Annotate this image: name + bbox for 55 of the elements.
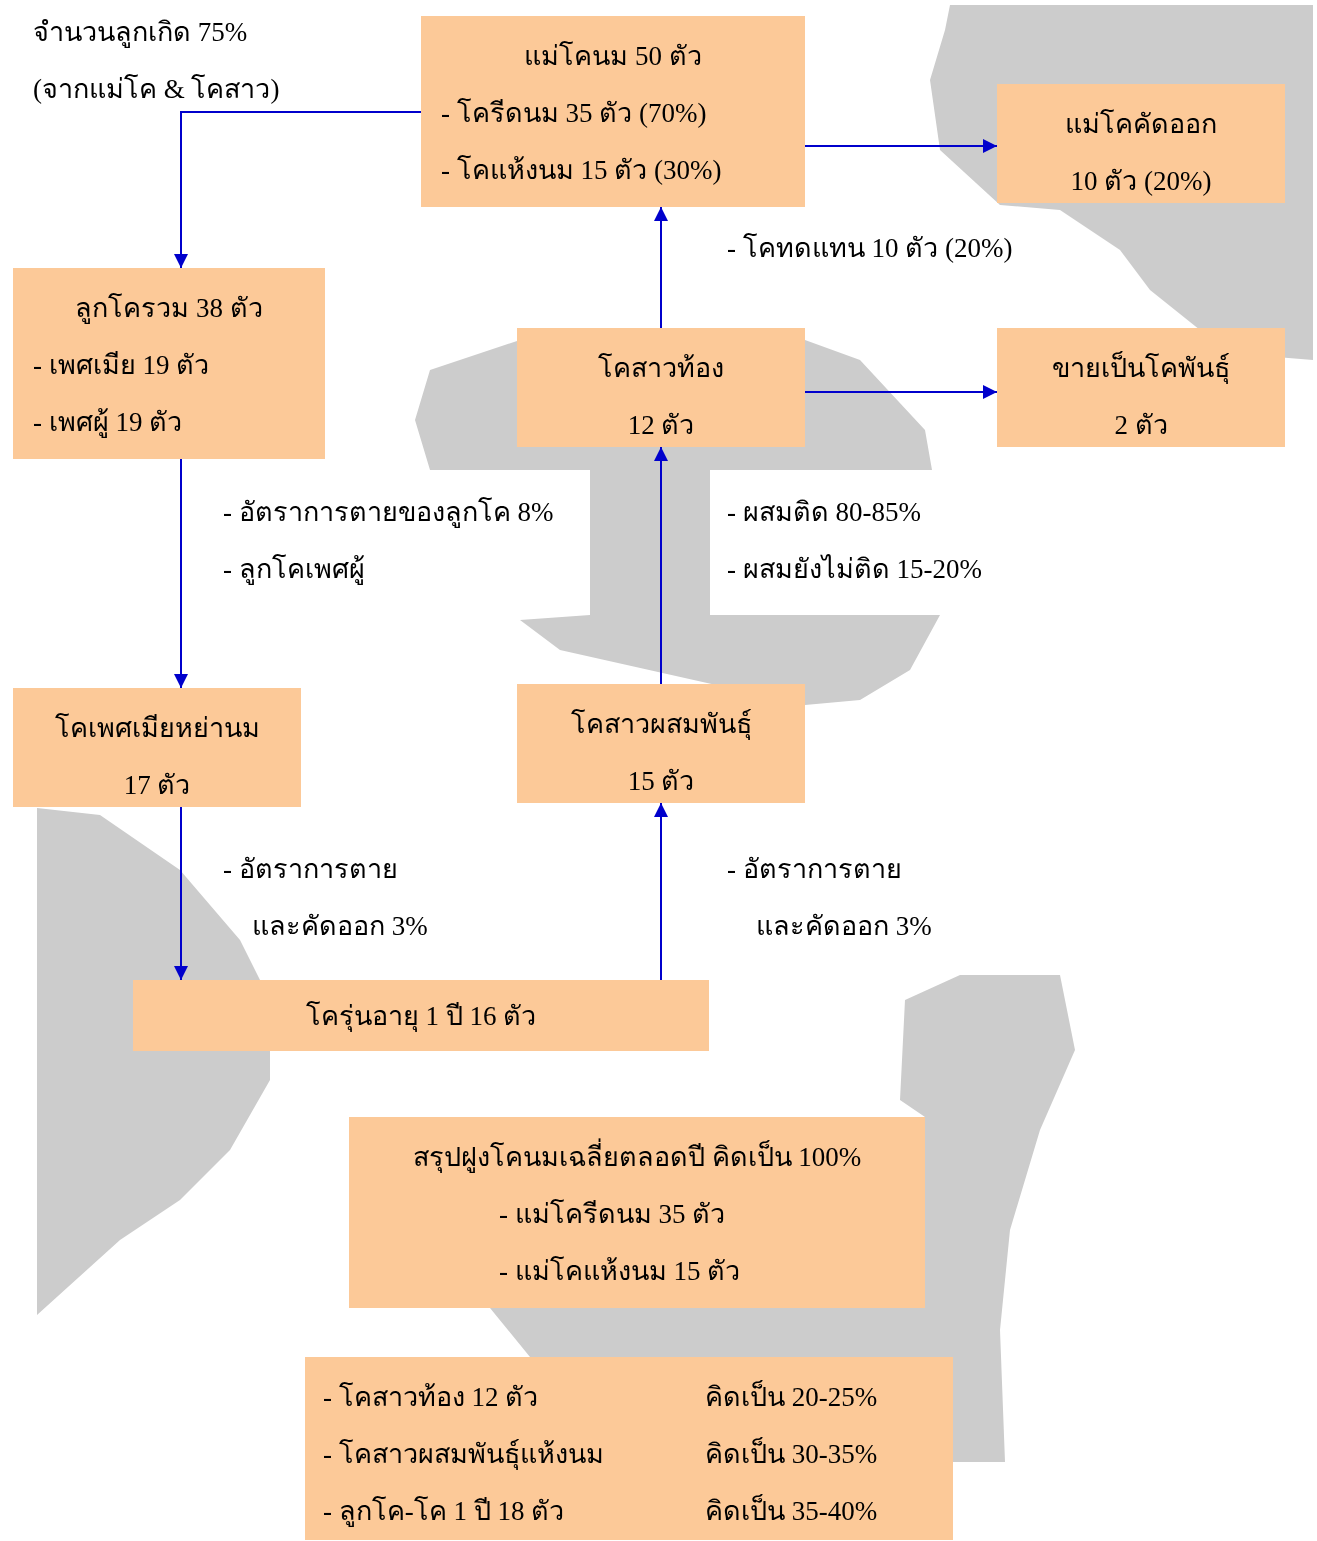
box-text: โครุ่นอายุ 1 ปี 16 ตัว	[305, 1000, 537, 1034]
box-text: ลูกโครวม 38 ตัว	[75, 292, 263, 326]
box-text: ขายเป็นโคพันธุ์	[1052, 350, 1230, 386]
annotation-text: - ผสมยังไม่ติด 15-20%	[727, 553, 982, 586]
annotation-text: - อัตราการตาย	[223, 853, 398, 886]
box-text: - โคแห้งนม 15 ตัว (30%)	[441, 154, 722, 187]
annotation-text: - ผสมติด 80-85%	[727, 496, 921, 529]
box-text: - โคสาวผสมพันธุ์แห้งนม	[323, 1438, 604, 1472]
box-text: - ลูกโค-โค 1 ปี 18 ตัว	[323, 1495, 565, 1529]
box-text: 12 ตัว	[627, 409, 695, 442]
process-box	[305, 1357, 953, 1540]
box-text: โคสาวผสมพันธุ์	[570, 708, 752, 742]
box-text: 17 ตัว	[123, 769, 191, 802]
box-text: แม่โคคัดออก	[1065, 108, 1217, 141]
process-box	[517, 684, 805, 803]
box-text: - เพศผู้ 19 ตัว	[33, 406, 183, 440]
annotation-text: - อัตราการตาย	[727, 853, 902, 886]
arrow	[804, 139, 998, 153]
box-text: แม่โคนม 50 ตัว	[524, 40, 702, 73]
annotation-text: และคัดออก 3%	[756, 910, 932, 943]
annotation-text: และคัดออก 3%	[252, 910, 428, 943]
arrow	[174, 458, 188, 689]
process-box	[349, 1117, 925, 1308]
box-text: โคสาวท้อง	[598, 352, 724, 385]
box-text: คิดเป็น 30-35%	[705, 1436, 878, 1471]
arrow	[654, 206, 668, 329]
box-text: 2 ตัว	[1114, 409, 1168, 442]
annotation-text: - โคทดแทน 10 ตัว (20%)	[727, 232, 1013, 265]
process-box	[997, 84, 1285, 203]
process-box	[133, 980, 709, 1051]
box-text: คิดเป็น 20-25%	[705, 1379, 878, 1414]
arrow	[174, 111, 422, 269]
process-box	[421, 16, 805, 207]
box-text: 15 ตัว	[627, 765, 695, 798]
arrow	[804, 385, 998, 399]
arrow	[654, 446, 668, 685]
box-text: - โครีดนม 35 ตัว (70%)	[441, 97, 707, 130]
process-box	[997, 328, 1285, 447]
annotation-text: จำนวนลูกเกิด 75%	[33, 16, 248, 50]
box-text: สรุปฝูงโคนมเฉลี่ยตลอดปี คิดเป็น 100%	[412, 1137, 862, 1177]
box-text: - แม่โครีดนม 35 ตัว	[499, 1198, 726, 1231]
box-text: 10 ตัว (20%)	[1070, 165, 1212, 198]
process-box	[13, 268, 325, 459]
annotation-text: (จากแม่โค & โคสาว)	[33, 73, 280, 106]
annotation-text: - ลูกโคเพศผู้	[223, 553, 365, 587]
arrow	[174, 806, 188, 981]
box-text: โคเพศเมียหย่านม	[54, 712, 260, 745]
process-box	[517, 328, 805, 447]
box-text: - โคสาวท้อง 12 ตัว	[323, 1381, 539, 1414]
box-text: - เพศเมีย 19 ตัว	[33, 349, 210, 382]
box-text: คิดเป็น 35-40%	[705, 1493, 878, 1528]
process-box	[13, 688, 301, 807]
annotation-text: - อัตราการตายของลูกโค 8%	[223, 496, 554, 530]
arrow	[654, 802, 668, 981]
box-text: - แม่โคแห้งนม 15 ตัว	[499, 1255, 741, 1288]
